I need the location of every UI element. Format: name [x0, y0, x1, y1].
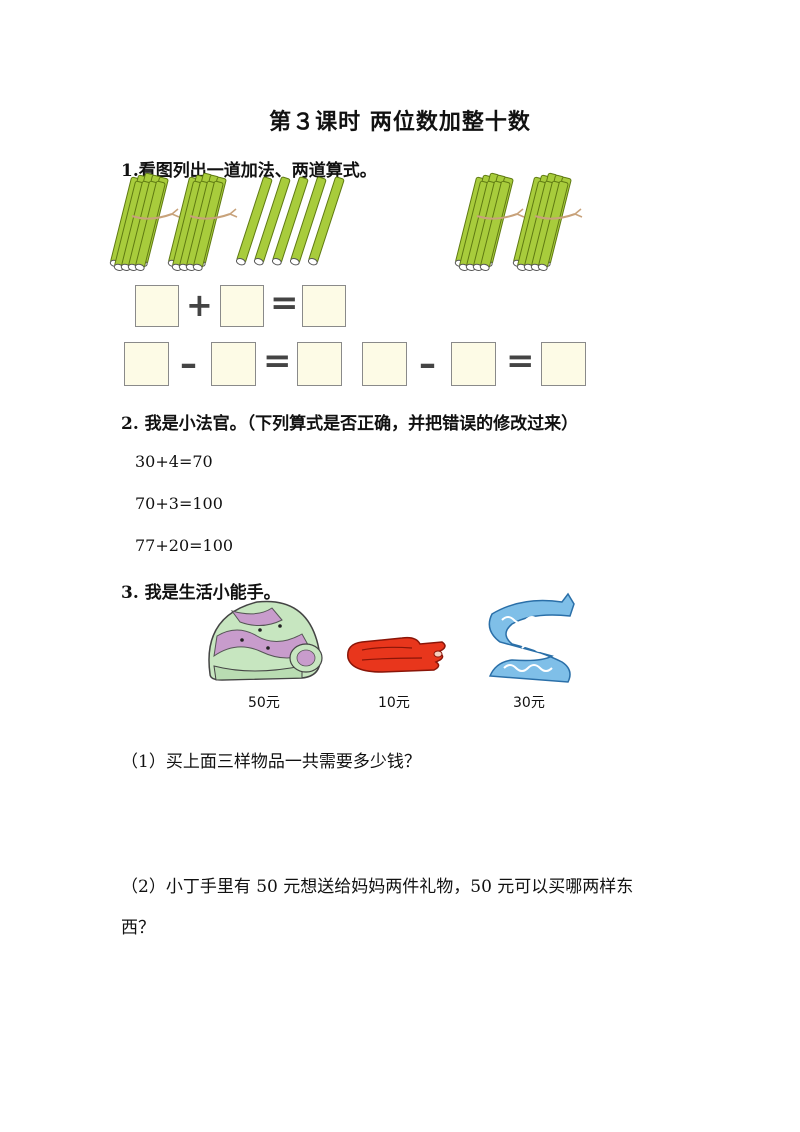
equals-sign: =: [270, 283, 299, 323]
sub-question-2-line-1: （2）小丁手里有 50 元想送给妈妈两件礼物，50 元可以买哪两样东: [121, 877, 634, 897]
answer-box[interactable]: [451, 342, 496, 386]
page-title: 第３课时 两位数加整十数: [269, 109, 531, 135]
hat-price: 50元: [248, 695, 280, 711]
scarf-price: 30元: [513, 695, 545, 711]
bundle-right-2: [513, 173, 582, 271]
answer-box[interactable]: [220, 285, 264, 327]
plus-sign: +: [186, 286, 213, 324]
answer-box[interactable]: [541, 342, 586, 386]
minus-sign: –: [180, 344, 197, 384]
equation-item: 70+3=100: [135, 494, 223, 513]
gloves-image: [347, 636, 446, 673]
bundle-right-1: [455, 173, 524, 271]
answer-box[interactable]: [124, 342, 169, 386]
bundle-left-2: [168, 173, 237, 271]
bundle-left-1: [110, 173, 179, 271]
question-2-text: 2. 我是小法官。（下列算式是否正确，并把错误的修改过来）: [121, 414, 579, 434]
hat-image: [208, 600, 323, 681]
answer-box[interactable]: [135, 285, 179, 327]
sub-question-1: （1）买上面三样物品一共需要多少钱？: [121, 752, 421, 772]
question-3-text: 3. 我是生活小能手。: [121, 583, 281, 603]
answer-box[interactable]: [302, 285, 346, 327]
scarf-image: [488, 592, 575, 683]
sub-question-2-line-2: 西？: [121, 918, 155, 938]
gloves-price: 10元: [378, 695, 410, 711]
equals-sign: =: [506, 341, 535, 381]
equation-item: 77+20=100: [135, 536, 234, 555]
bundles-illustration: [0, 170, 800, 310]
loose-sticks: [235, 176, 345, 267]
answer-box[interactable]: [362, 342, 407, 386]
answer-box[interactable]: [297, 342, 342, 386]
equation-item: 30+4=70: [135, 452, 213, 471]
minus-sign: –: [419, 344, 436, 384]
question-1-text: 1.看图列出一道加法、两道算式。: [121, 161, 377, 181]
equals-sign: =: [263, 341, 292, 381]
answer-box[interactable]: [211, 342, 256, 386]
